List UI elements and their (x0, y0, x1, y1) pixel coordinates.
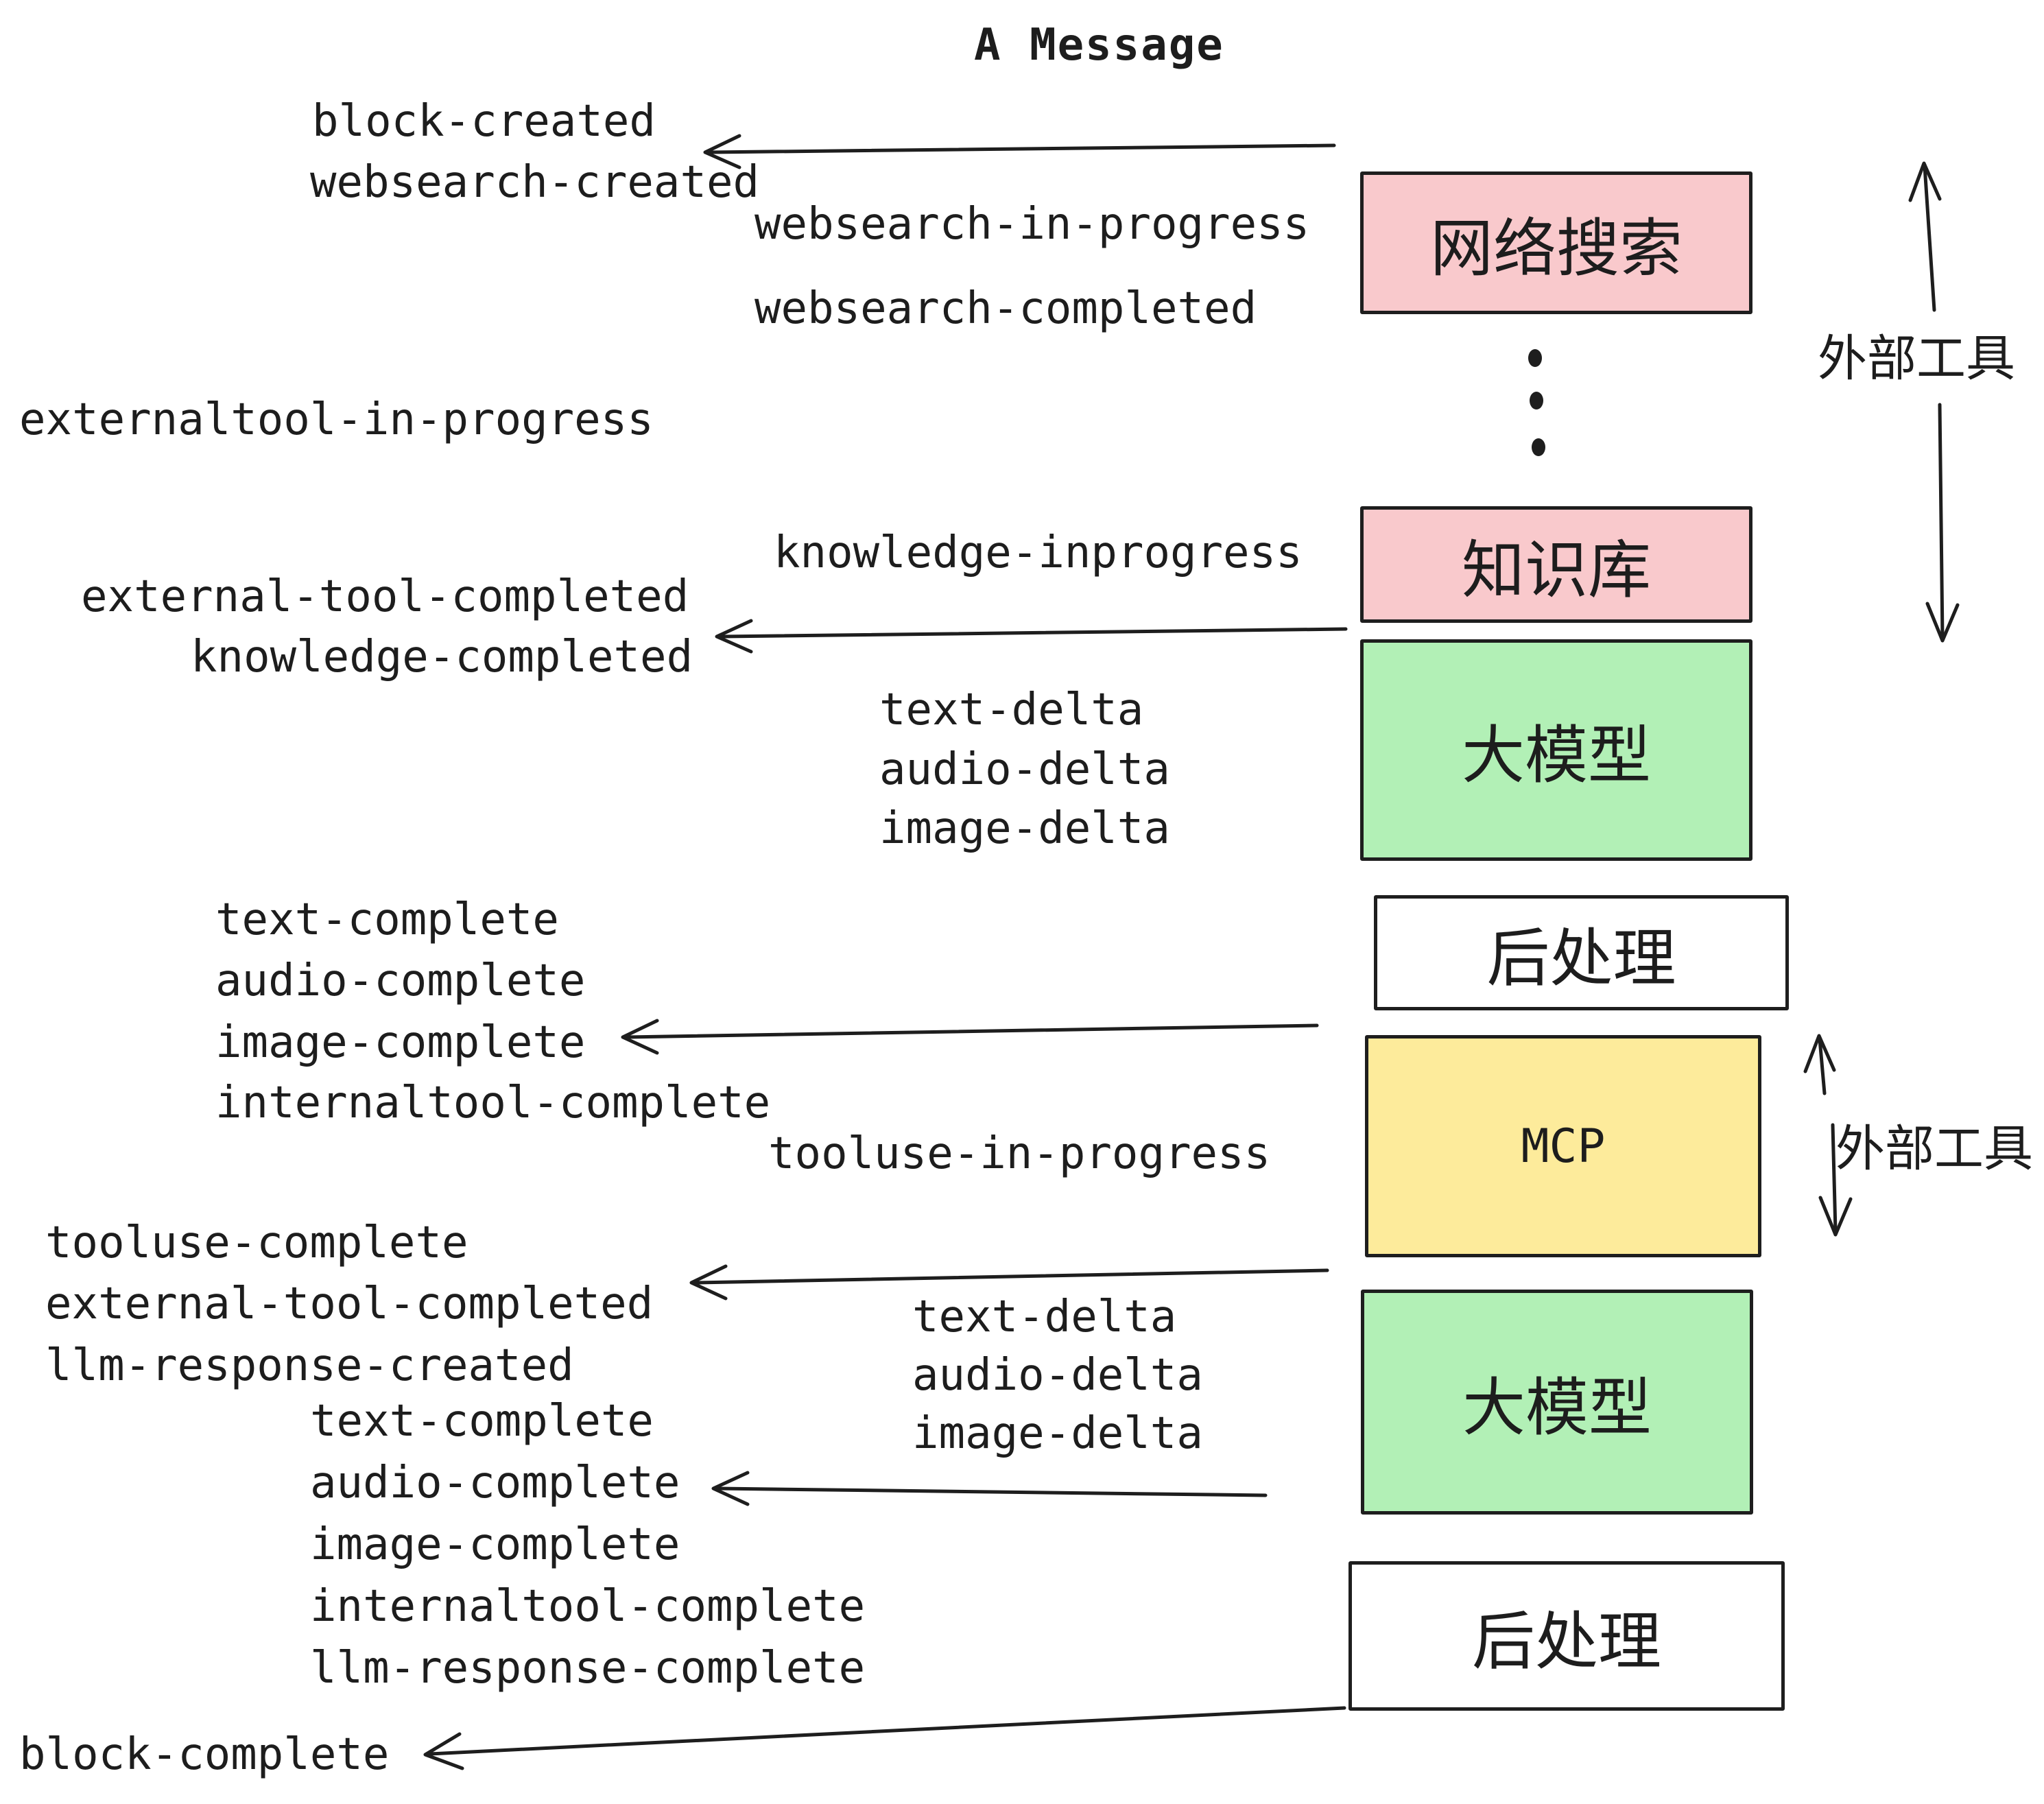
vertical-ellipsis-dots-icon (1528, 349, 1545, 456)
node-postprocess-1: 后处理 (1374, 895, 1789, 1010)
node-llm-2: 大模型 (1361, 1290, 1753, 1515)
event-label-websearch-created: websearch-created (310, 157, 760, 208)
event-label-externaltool-in-progress: externaltool-in-progress (19, 394, 654, 445)
event-label-block-complete: block-complete (19, 1729, 390, 1780)
node-postprocess-1-label: 后处理 (1486, 921, 1676, 995)
arrow-block-complete-icon (423, 1706, 1346, 1770)
node-mcp: MCP (1365, 1035, 1761, 1257)
event-label-audio-complete-2: audio-complete (310, 1458, 680, 1508)
event-label-image-complete: image-complete (215, 1017, 586, 1068)
node-llm-2-label: 大模型 (1462, 1370, 1652, 1445)
event-label-audio-complete: audio-complete (215, 956, 586, 1006)
event-label-llm-response-created: llm-response-created (45, 1340, 574, 1391)
event-label-internaltool-complete-2: internaltool-complete (310, 1581, 866, 1632)
event-label-tooluse-in-progress: tooluse-in-progress (768, 1128, 1271, 1179)
event-label-audio-delta: audio-delta (879, 744, 1170, 795)
event-label-block-created: block-created (312, 96, 656, 147)
event-label-image-delta: image-delta (879, 803, 1170, 854)
node-mcp-label: MCP (1521, 1119, 1606, 1174)
node-websearch-label: 网络搜索 (1429, 211, 1683, 285)
event-label-text-delta: text-delta (879, 685, 1144, 735)
external-tools-label-top: 外部工具 (1818, 329, 2016, 388)
node-knowledge-base: 知识库 (1360, 506, 1752, 623)
event-label-tooluse-complete: tooluse-complete (45, 1218, 468, 1268)
node-llm-1-label: 大模型 (1461, 719, 1651, 792)
arrow-internal-complete-icon (621, 1019, 1319, 1055)
event-label-audio-delta-2: audio-delta (912, 1350, 1203, 1401)
node-websearch: 网络搜索 (1360, 171, 1752, 314)
node-postprocess-2: 后处理 (1348, 1561, 1785, 1711)
event-label-text-complete: text-complete (215, 894, 559, 945)
event-label-knowledge-inprogress: knowledge-inprogress (774, 527, 1303, 578)
arrow-llm-complete-icon (711, 1471, 1268, 1506)
arrow-knowledge-completed-icon (715, 619, 1348, 654)
event-label-websearch-completed: websearch-completed (754, 283, 1257, 334)
event-label-external-tool-completed-2: external-tool-completed (45, 1279, 654, 1329)
event-label-image-delta-2: image-delta (912, 1408, 1203, 1459)
node-knowledge-base-label: 知识库 (1461, 533, 1651, 607)
event-label-text-delta-2: text-delta (912, 1292, 1177, 1342)
external-tools-label-middle: 外部工具 (1835, 1119, 2034, 1178)
event-label-knowledge-completed: knowledge-completed (191, 632, 693, 683)
arrow-websearch-created-icon (703, 134, 1336, 169)
double-arrow-external-tools-top-icon (1908, 161, 1960, 643)
node-postprocess-2-label: 后处理 (1471, 1604, 1661, 1678)
event-label-llm-response-complete: llm-response-complete (310, 1643, 866, 1694)
event-label-internaltool-complete: internaltool-complete (215, 1078, 771, 1128)
event-label-image-complete-2: image-complete (310, 1519, 680, 1570)
event-label-external-tool-completed: external-tool-completed (81, 571, 689, 622)
event-label-websearch-in-progress: websearch-in-progress (754, 199, 1310, 250)
node-llm-1: 大模型 (1360, 639, 1752, 861)
event-label-text-complete-2: text-complete (310, 1396, 654, 1447)
diagram-title: A Message (974, 20, 1224, 71)
